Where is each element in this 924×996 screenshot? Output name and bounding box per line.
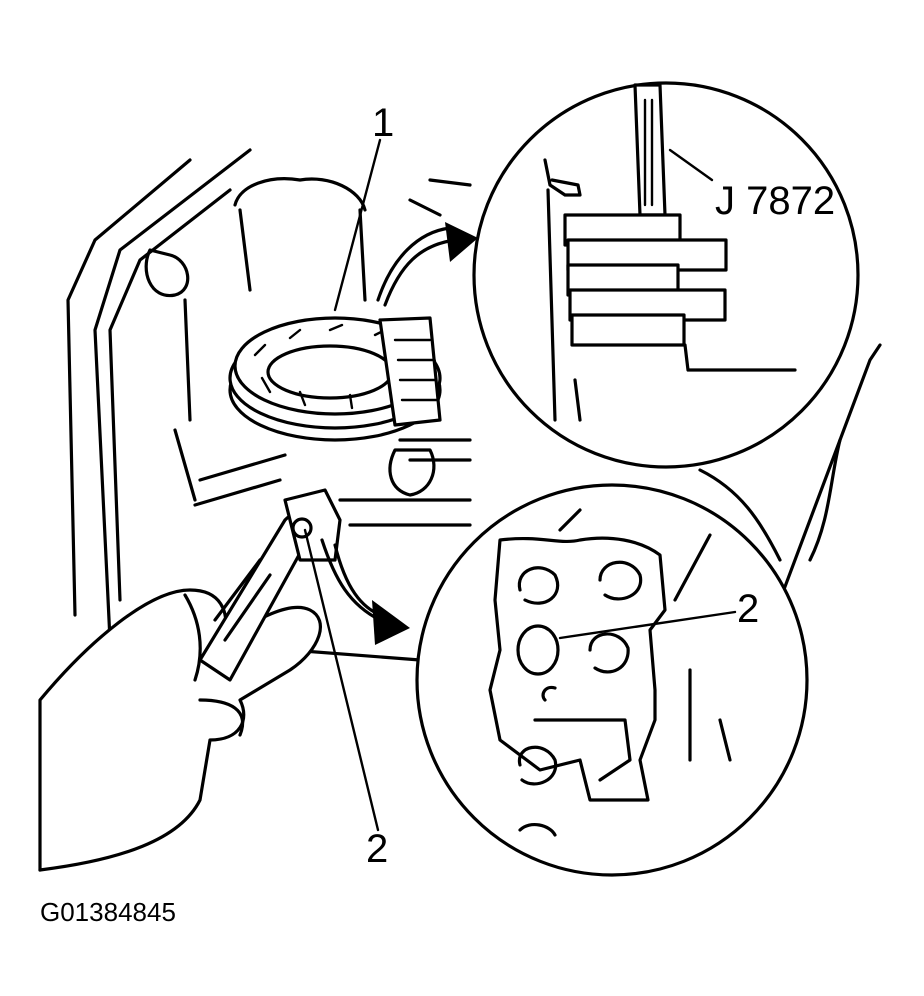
detail-arrow-upper <box>376 222 478 307</box>
leader-line-part-2-main <box>303 528 380 832</box>
hand-with-tool <box>38 488 342 872</box>
detail-view-upper <box>472 81 860 469</box>
callout-tool-j7872: J 7872 <box>715 179 835 223</box>
callout-part-1: 1 <box>372 101 394 145</box>
detail-view-lower <box>415 483 809 877</box>
figure-code: G01384845 <box>40 897 176 927</box>
callout-part-2-detail: 2 <box>737 587 759 631</box>
detail-arrow-lower <box>320 538 410 645</box>
transmission-housing <box>38 148 882 872</box>
callout-part-2-main: 2 <box>366 827 388 871</box>
leader-line-part-1 <box>333 138 382 312</box>
clutch-ring-assembly <box>228 316 442 442</box>
